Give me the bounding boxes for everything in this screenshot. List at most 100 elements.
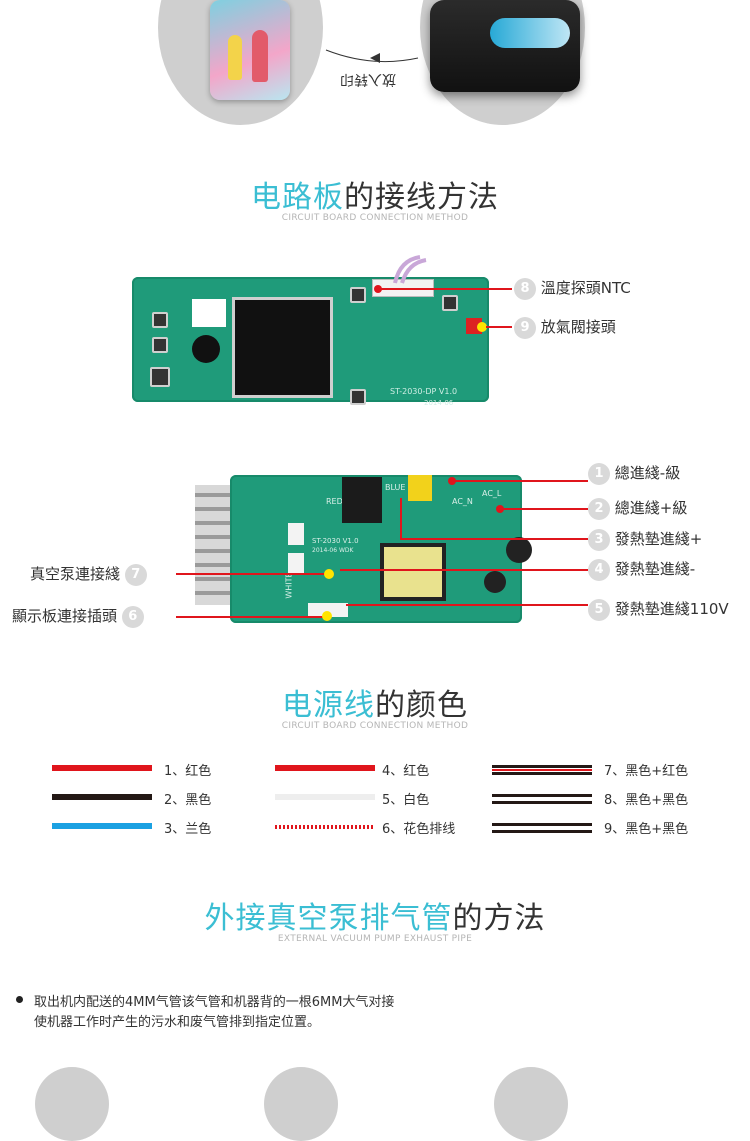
title-rest: 的接线方法 bbox=[344, 180, 499, 215]
board-silkscreen: ST-2030 V1.0 bbox=[312, 537, 359, 545]
silk-blue: BLUE bbox=[385, 483, 406, 492]
callout-number: 2 bbox=[588, 497, 610, 520]
label-text: 放氣閥接頭 bbox=[540, 318, 616, 336]
wire-label: 8、黑色+黑色 bbox=[604, 793, 689, 808]
callout-number: 6 bbox=[121, 605, 144, 628]
title-highlight: 电路板 bbox=[251, 180, 344, 215]
callout-line bbox=[176, 573, 328, 575]
section-subtitle: EXTERNAL VACUUM PUMP EXHAUST PIPE bbox=[277, 934, 473, 944]
section-subtitle: CIRCUIT BOARD CONNECTION METHOD bbox=[281, 721, 469, 731]
wire-label: 5、白色 bbox=[382, 793, 430, 808]
callout-line bbox=[340, 569, 588, 571]
capacitor bbox=[506, 537, 532, 563]
heat-press-machine-image bbox=[430, 0, 580, 92]
silk-red: RED bbox=[326, 497, 343, 506]
wire-swatch-black-black bbox=[492, 823, 592, 833]
callout-line bbox=[346, 604, 588, 606]
wire-label: 4、红色 bbox=[382, 764, 430, 779]
display-board: ST-2030-DP V1.0 2014-06 bbox=[132, 277, 489, 407]
wire-swatch-black-black bbox=[492, 794, 592, 804]
capacitor bbox=[408, 475, 432, 501]
instruction-line: 取出机内配送的4MM气管该气管和机器背的一根6MM大气对接 bbox=[34, 995, 395, 1010]
title-rest: 的颜色 bbox=[375, 688, 468, 723]
callout-line bbox=[378, 288, 512, 290]
title-highlight: 外接真空泵排气管 bbox=[204, 901, 453, 936]
callout-line bbox=[400, 538, 588, 540]
silk-white: WHITE bbox=[284, 572, 294, 599]
white-connector bbox=[308, 603, 348, 617]
callout-line bbox=[486, 326, 512, 328]
label-main-in-pos: 2 總進綫+級 bbox=[588, 497, 687, 520]
wire-swatch-red bbox=[52, 765, 152, 771]
label-text: 發熱墊進綫- bbox=[614, 560, 696, 578]
arrow-curve-icon bbox=[325, 49, 419, 63]
title-rest: 的方法 bbox=[452, 901, 546, 936]
power-board: RED BLUE AC_N AC_L WHITE ST-2030 V1.0 20… bbox=[230, 475, 532, 623]
capacitor bbox=[484, 571, 506, 593]
figure-illustration bbox=[228, 35, 242, 80]
terminal bbox=[288, 523, 304, 545]
label-text: 發熱墊進綫+ bbox=[614, 530, 703, 548]
lcd-display bbox=[232, 297, 333, 398]
pcb-button bbox=[152, 337, 168, 353]
pcb-button bbox=[152, 312, 168, 328]
board-silkscreen: ST-2030-DP V1.0 bbox=[390, 387, 458, 396]
wire-swatch-black bbox=[52, 794, 152, 800]
wire-label: 3、兰色 bbox=[164, 822, 212, 837]
wire-label: 7、黑色+红色 bbox=[604, 764, 689, 779]
callout-number: 4 bbox=[588, 558, 610, 581]
label-text: 溫度探頭NTC bbox=[540, 279, 631, 297]
label-release-valve: 9 放氣閥接頭 bbox=[514, 316, 616, 339]
transformer bbox=[380, 543, 446, 601]
section-title-circuit: 电路板的接线方法 bbox=[0, 172, 750, 216]
callout-number: 7 bbox=[124, 563, 147, 586]
silk-acn: AC_N bbox=[452, 497, 473, 506]
label-text: 顯示板連接插頭 bbox=[12, 607, 118, 625]
terminal bbox=[288, 553, 304, 575]
callout-dot bbox=[324, 569, 334, 579]
label-text: 總進綫+級 bbox=[614, 499, 688, 517]
section-subtitle: CIRCUIT BOARD CONNECTION METHOD bbox=[281, 213, 469, 223]
callout-dot bbox=[477, 322, 487, 332]
callout-number: 8 bbox=[514, 277, 536, 300]
callout-line bbox=[176, 616, 324, 618]
callout-number: 1 bbox=[588, 462, 610, 485]
figure-illustration bbox=[252, 30, 268, 82]
wire-swatch-black-red bbox=[492, 765, 592, 775]
wire-label: 6、花色排线 bbox=[382, 822, 456, 837]
board-date: 2014-06 bbox=[424, 399, 454, 407]
wire-swatch-white bbox=[275, 794, 375, 800]
pcb-button bbox=[350, 389, 366, 405]
bottom-circle bbox=[35, 1067, 109, 1141]
label-heater-110v: 5 發熱墊進綫110V bbox=[588, 598, 729, 621]
relay bbox=[342, 477, 382, 523]
label-text: 總進綫-級 bbox=[614, 464, 681, 482]
sticker bbox=[192, 299, 226, 327]
wire-label: 2、黑色 bbox=[164, 793, 212, 808]
label-heater-pos: 3 發熱墊進綫+ bbox=[588, 528, 702, 551]
control-panel bbox=[490, 18, 570, 48]
wire-swatch-red bbox=[275, 765, 375, 771]
board-date: 2014-06 WDK bbox=[312, 547, 354, 554]
callout-number: 5 bbox=[588, 598, 610, 621]
wire-swatch-dotted bbox=[275, 823, 375, 831]
label-vacuum-pump: 真空泵連接綫 7 bbox=[30, 563, 147, 586]
label-heater-neg: 4 發熱墊進綫- bbox=[588, 558, 695, 581]
label-text: 真空泵連接綫 bbox=[30, 565, 121, 583]
ribbon-wires bbox=[393, 255, 427, 284]
bottom-circle bbox=[494, 1067, 568, 1141]
phone-case-image bbox=[210, 0, 290, 100]
title-highlight: 电源线 bbox=[282, 688, 375, 723]
label-display-connector: 顯示板連接插頭 6 bbox=[12, 605, 144, 628]
label-text: 發熱墊進綫110V bbox=[614, 600, 729, 618]
bullet-dot bbox=[16, 996, 23, 1003]
arrow-caption: 放入转印 bbox=[340, 71, 396, 87]
callout-number: 3 bbox=[588, 528, 610, 551]
section-title-wire-colors: 电源线的颜色 bbox=[0, 680, 750, 724]
buzzer bbox=[192, 335, 220, 363]
bottom-circle bbox=[264, 1067, 338, 1141]
wire-swatch-blue bbox=[52, 823, 152, 829]
pcb-button bbox=[350, 287, 366, 303]
label-ntc-probe: 8 溫度探頭NTC bbox=[514, 277, 631, 300]
instruction-line: 使机器工作时产生的污水和废气管排到指定位置。 bbox=[34, 1015, 321, 1030]
